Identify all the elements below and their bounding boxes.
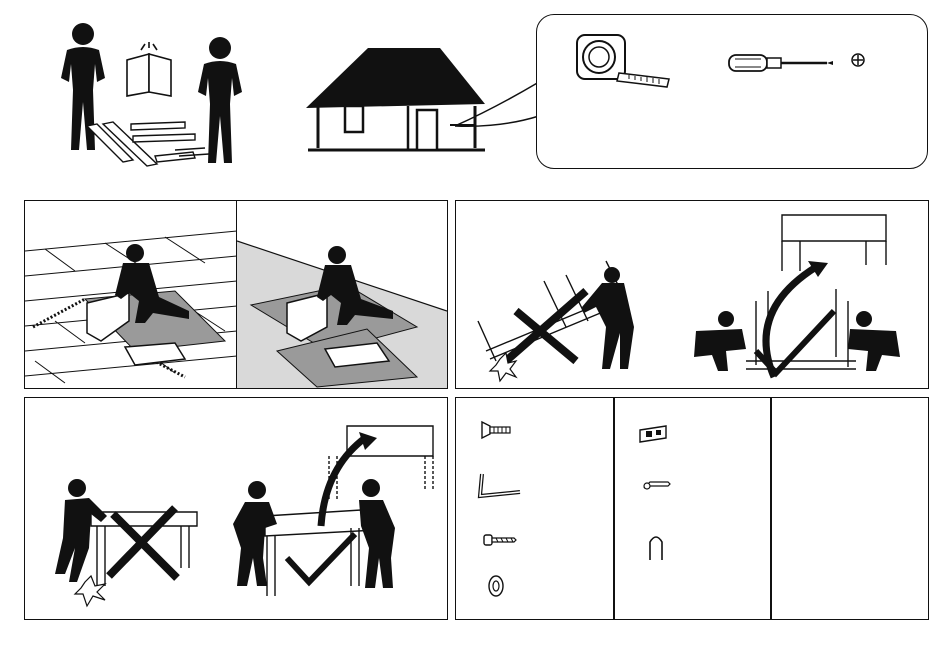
flip-table-scene [456, 201, 928, 388]
phillips-screwdriver-icon [727, 49, 867, 79]
tape-measure-icon [571, 29, 681, 99]
move-table-step [24, 397, 448, 620]
move-table-scene [25, 398, 447, 619]
push-table-wrong-icon [55, 479, 197, 606]
screw-flat-head-icon [480, 420, 520, 440]
carpet-floor-scene [237, 201, 447, 388]
washer-icon [486, 574, 506, 598]
long-screw-icon [482, 530, 522, 550]
wood-floor-scene [25, 201, 237, 388]
flat-pack-boards-icon [87, 122, 209, 166]
hook-icon [646, 532, 666, 564]
hardware-column-empty [772, 398, 928, 619]
allen-key-icon [476, 470, 526, 504]
header-people-illustration [45, 20, 255, 170]
drag-table-wrong-icon [478, 261, 634, 381]
unpack-on-floor-step [24, 200, 448, 389]
phillips-head-symbol-icon [849, 51, 867, 69]
instruction-booklet-icon [127, 42, 171, 96]
flip-table-step [455, 200, 929, 389]
connector-bracket-icon [636, 424, 676, 446]
carry-table-correct-icon [233, 426, 433, 596]
bubble-pointer [455, 80, 545, 140]
hardware-panel [455, 397, 929, 620]
person-right-icon [198, 37, 242, 163]
tools-bubble [536, 14, 928, 169]
lift-table-correct-icon [694, 215, 900, 377]
small-screw-icon [642, 478, 672, 494]
